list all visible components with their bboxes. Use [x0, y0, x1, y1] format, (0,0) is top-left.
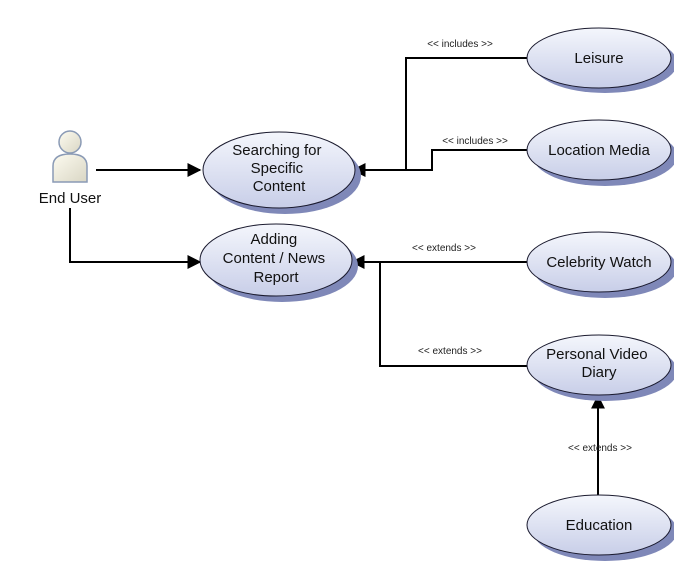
use-case-adding-line-3: Report: [253, 269, 299, 286]
use-case-searching-line-3: Content: [253, 178, 306, 195]
includes-label-1: << includes >>: [427, 39, 493, 50]
use-case-searching-line-1: Searching for: [232, 142, 321, 159]
includes-label-2: << includes >>: [442, 136, 508, 147]
use-case-personal-video-diary-line-2: Diary: [581, 364, 617, 381]
use-case-leisure-label: Leisure: [574, 50, 623, 67]
actor-to-adding-line: [69, 208, 202, 269]
svg-text:Searching for Specific: Searching for Specific Content: [232, 142, 325, 195]
use-case-leisure: Leisure: [526, 27, 674, 93]
actor-label: End User: [39, 190, 102, 207]
use-case-personal-video-diary-line-1: Personal Video: [546, 346, 647, 363]
use-case-education-label: Education: [566, 517, 633, 534]
svg-text:Personal Video Diary: Personal Video Diary: [546, 346, 652, 381]
extends-label-2: << extends >>: [418, 346, 482, 357]
use-case-location-media: Location Media: [526, 119, 674, 186]
actor-end-user: End User: [39, 130, 102, 207]
extends-label-3: << extends >>: [568, 443, 632, 454]
use-case-location-media-label: Location Media: [548, 142, 650, 159]
extends-label-1: << extends >>: [412, 243, 476, 254]
leisure-includes-line: [351, 57, 528, 177]
use-case-celebrity-watch: Celebrity Watch: [526, 231, 674, 298]
use-case-adding-line-1: Adding: [251, 231, 298, 248]
use-case-adding-line-2: Content / News: [223, 250, 326, 267]
location-media-includes-line: [406, 149, 528, 171]
use-case-celebrity-watch-label: Celebrity Watch: [546, 254, 651, 271]
use-case-searching-line-2: Specific: [251, 160, 304, 177]
user-icon: [52, 130, 88, 183]
svg-text:Adding Content / News: Adding Content / News Report: [223, 231, 330, 286]
use-case-searching: Searching for Specific Content: [202, 131, 361, 214]
personal-video-diary-extends-line: [379, 262, 528, 367]
use-case-personal-video-diary: Personal Video Diary: [526, 334, 674, 401]
use-case-education: Education: [526, 494, 674, 561]
use-case-adding: Adding Content / News Report: [199, 223, 358, 302]
